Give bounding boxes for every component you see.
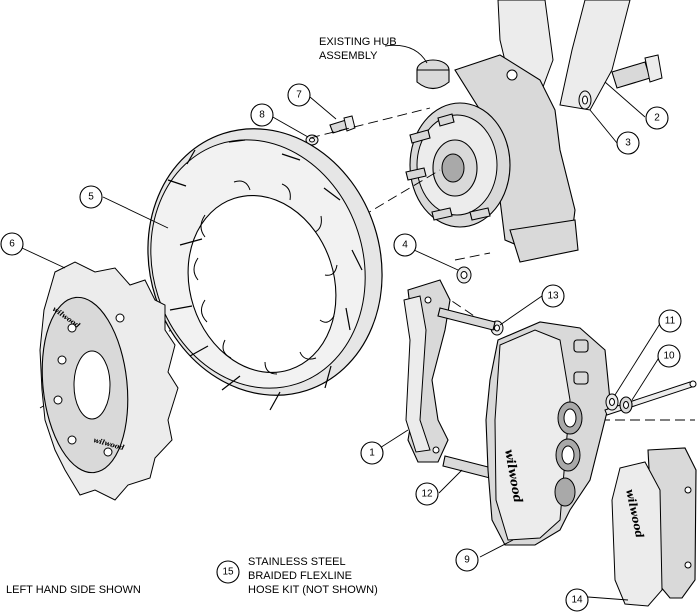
callout-1-number: 1: [369, 448, 375, 459]
callout-14: 14: [565, 588, 589, 612]
callout-2-number: 2: [654, 113, 660, 124]
callout-5-number: 5: [88, 192, 94, 203]
callout-8: 8: [250, 103, 274, 127]
hose-kit-label-line3: HOSE KIT (NOT SHOWN): [248, 584, 378, 596]
callout-2: 2: [645, 106, 669, 130]
callout-9-number: 9: [464, 555, 470, 566]
existing-hub-label-line2: ASSEMBLY: [319, 50, 378, 62]
callout-4-number: 4: [402, 240, 408, 251]
mounting-bolt: [611, 54, 663, 89]
hose-kit-label-line2: BRAIDED FLEXLINE: [248, 570, 352, 582]
callout-11: 11: [658, 309, 682, 333]
callout-5: 5: [79, 185, 103, 209]
callout-8-number: 8: [259, 110, 265, 121]
callout-1: 1: [360, 441, 384, 465]
retaining-pin: [604, 380, 697, 416]
callout-13-number: 13: [547, 291, 559, 302]
callout-11-number: 11: [665, 316, 676, 327]
brake-rotor: [147, 128, 383, 411]
wheel-studs: [405, 113, 491, 221]
callout-4: 4: [393, 233, 417, 257]
callout-3: 3: [616, 131, 640, 155]
callout-10: 10: [657, 344, 681, 368]
callout-12-number: 12: [421, 489, 433, 500]
rotor-hat: wilwood wilwood: [39, 261, 179, 501]
callout-6-number: 6: [9, 239, 15, 250]
callout-15: 15: [216, 560, 240, 584]
callout-3-number: 3: [625, 138, 631, 149]
callout-7: 7: [287, 83, 311, 107]
callout-10-number: 10: [663, 351, 675, 362]
left-hand-side-label: LEFT HAND SIDE SHOWN: [6, 584, 141, 596]
brake-pads: wilwood: [611, 447, 697, 607]
callout-15-number: 15: [222, 567, 234, 578]
callout-7-number: 7: [296, 90, 302, 101]
existing-hub-assembly: [405, 0, 631, 263]
callout-13: 13: [541, 284, 565, 308]
brake-caliper: wilwood: [485, 321, 611, 546]
hose-kit-label-line1: STAINLESS STEEL: [248, 556, 346, 568]
pin-clip-11: [605, 393, 619, 411]
callout-6: 6: [0, 232, 24, 256]
existing-hub-label-line1: EXISTING HUB: [319, 36, 397, 48]
bolt-7: [329, 115, 356, 134]
nut-10: [619, 396, 633, 414]
callout-14-number: 14: [571, 595, 583, 606]
callout-9: 9: [455, 548, 479, 572]
caliper-bracket: [403, 279, 451, 463]
stud-bolt-12: [437, 307, 496, 479]
callout-12: 12: [415, 482, 439, 506]
washer-4: [456, 266, 472, 284]
